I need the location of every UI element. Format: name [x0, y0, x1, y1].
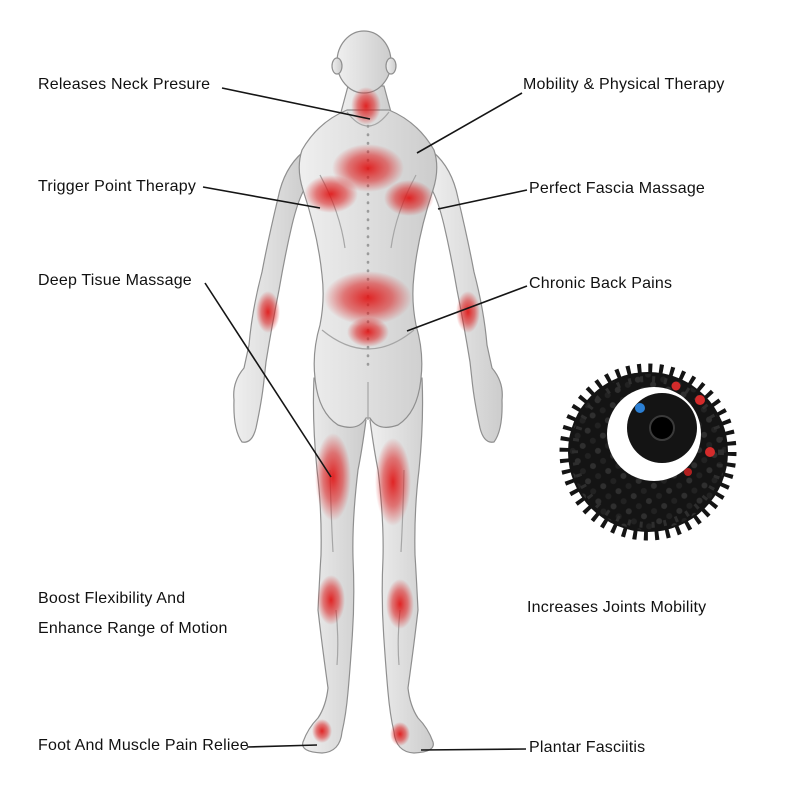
callout-line-fascia: [437, 189, 528, 210]
pain-highlight-right-elbow: [456, 291, 480, 333]
callout-line-plantar: [420, 748, 527, 751]
body-right-ear: [385, 57, 397, 75]
label-trigger-point-therapy: Trigger Point Therapy: [38, 178, 197, 195]
pain-highlight-right-thigh: [375, 438, 411, 526]
pain-highlight-sacrum: [347, 317, 389, 347]
pain-highlight-left-shoulder: [304, 175, 358, 213]
body-right-leg: [369, 377, 434, 754]
label-deep-tissue-massage: Deep Tisue Massage: [38, 272, 192, 289]
label-boost-flexibility-line1: Boost Flexibility And: [38, 590, 186, 607]
callout-lines: [202, 87, 528, 751]
label-boost-flexibility: Boost Flexibility And Enhance Range of M…: [38, 584, 258, 644]
label-plantar-fasciitis: Plantar Fasciitis: [529, 739, 646, 756]
ball-spiky-rim: [559, 363, 737, 541]
callout-line-neck: [221, 87, 371, 120]
ball-red-dot-1: [671, 381, 681, 391]
callout-line-mobility: [416, 92, 523, 154]
pain-highlight-mid-back: [324, 271, 412, 325]
massage-ball-image: [559, 363, 737, 541]
label-chronic-back-pains: Chronic Back Pains: [529, 275, 673, 292]
pain-highlight-left-thigh: [315, 433, 351, 521]
pain-highlight-upper-back: [332, 144, 404, 192]
pain-highlight-left-elbow: [256, 291, 280, 333]
label-boost-flexibility-line2: Enhance Range of Motion: [38, 620, 228, 637]
ball-red-dot-2: [695, 395, 705, 405]
pain-highlight-right-knee: [386, 579, 414, 629]
pain-highlights: [256, 87, 480, 746]
pain-highlight-right-shoulder: [384, 180, 434, 216]
label-foot-muscle-pain-relief: Foot And Muscle Pain Reliee: [38, 737, 249, 754]
callout-line-trigger: [202, 186, 321, 209]
ball-blue-dot: [635, 403, 645, 413]
callout-line-foot: [246, 744, 318, 748]
pain-highlight-left-heel: [312, 719, 332, 743]
pain-highlight-neck: [351, 87, 381, 125]
label-increases-joints-mobility: Increases Joints Mobility: [527, 599, 707, 616]
body-head: [336, 30, 392, 94]
label-perfect-fascia-massage: Perfect Fascia Massage: [529, 180, 706, 197]
pain-highlight-right-heel: [390, 722, 410, 746]
pain-highlight-left-knee: [317, 575, 345, 625]
callout-line-chronic-back: [406, 285, 528, 332]
callout-line-deep-tissue: [204, 282, 332, 478]
ball-inner-rim-highlight: [572, 376, 724, 528]
body-left-ear: [331, 57, 343, 75]
label-mobility-physical-therapy: Mobility & Physical Therapy: [523, 76, 725, 93]
ball-red-dot-3: [705, 447, 715, 457]
ball-red-dot-4: [684, 468, 692, 476]
label-releases-neck-pressure: Releases Neck Presure: [38, 76, 211, 93]
ball-center-logo-dot: [649, 415, 675, 441]
